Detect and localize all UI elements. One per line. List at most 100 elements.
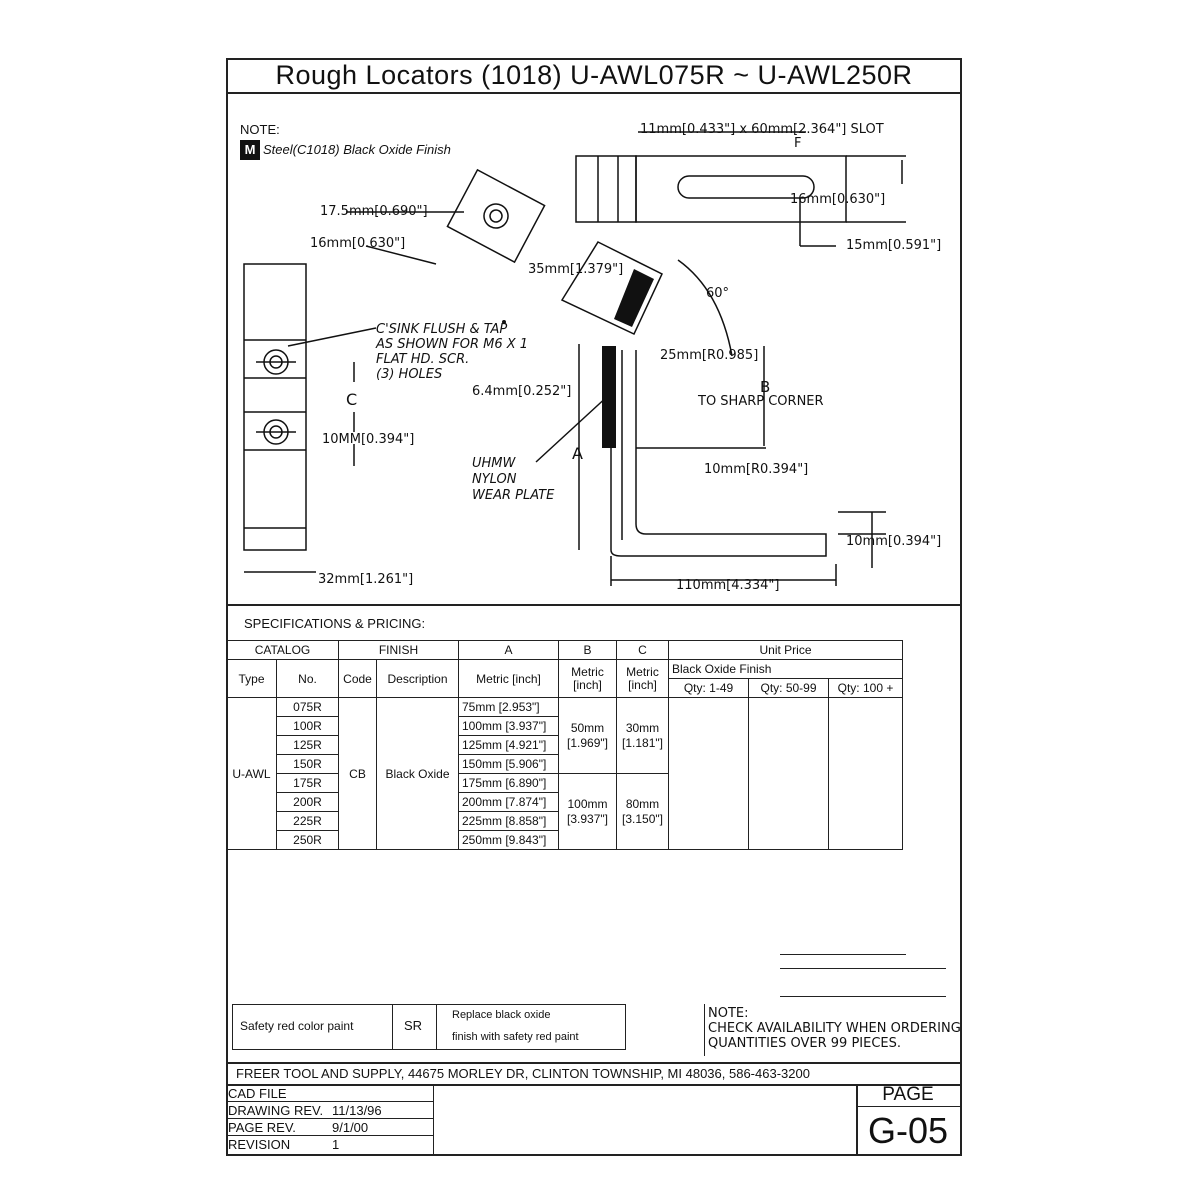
h-qty-1: Qty: 1-49 [668, 678, 749, 698]
base-thickness-dimension: 10mm[0.394"] [846, 534, 942, 549]
company-info: FREER TOOL AND SUPPLY, 44675 MORLEY DR, … [236, 1066, 810, 1081]
page-box-divider [856, 1084, 858, 1156]
a-value: 125mm [4.921"] [458, 735, 559, 755]
material-badge: M [240, 140, 260, 160]
catalog-no: 125R [276, 735, 339, 755]
option-desc-1: Replace black oxide [452, 1009, 551, 1021]
a-value: 100mm [3.937"] [458, 716, 559, 736]
b-group-2: 100mm[3.937"] [558, 773, 617, 850]
h-b-metric: Metric [571, 664, 604, 679]
order-note-line-2: QUANTITIES OVER 99 PIECES. [708, 1036, 902, 1051]
note-divider [704, 1004, 705, 1056]
spec-divider [226, 604, 962, 606]
h-qty-2: Qty: 50-99 [748, 678, 829, 698]
signature-line [780, 954, 906, 955]
c-label: C [346, 390, 358, 409]
revision-label: REVISION [228, 1137, 291, 1152]
c2-metric: 80mm [625, 796, 660, 811]
h-b-units: Metric[inch] [558, 659, 617, 698]
h-black-oxide-finish: Black Oxide Finish [668, 659, 903, 679]
h-type: Type [226, 659, 277, 698]
offset-dimension: 15mm[0.591"] [846, 238, 942, 253]
catalog-no: 100R [276, 716, 339, 736]
page-title: Rough Locators (1018) U-AWL075R ~ U-AWL2… [275, 60, 913, 90]
inner-radius-dimension: 10mm[R0.394"] [704, 462, 809, 477]
option-box [232, 1004, 626, 1050]
f-label: F [794, 136, 802, 151]
h-code: Code [338, 659, 377, 698]
h-b: B [558, 640, 617, 660]
width-dimension: 32mm[1.261"] [318, 572, 414, 587]
price-qty-1 [668, 697, 749, 850]
option-divider [436, 1004, 437, 1050]
a-value: 175mm [6.890"] [458, 773, 559, 793]
spec-table: CATALOG FINISH A B C Unit Price Type No.… [226, 640, 903, 850]
a-value: 75mm [2.953"] [458, 697, 559, 717]
wear-plate-line-1: UHMW [472, 456, 516, 471]
order-note-line-1: CHECK AVAILABILITY WHEN ORDERING [708, 1021, 961, 1036]
hole-width-dimension: 16mm[0.630"] [310, 236, 406, 251]
price-qty-3 [828, 697, 903, 850]
option-divider [392, 1004, 393, 1050]
option-desc-2: finish with safety red paint [452, 1031, 579, 1043]
revision-value: 1 [332, 1137, 340, 1152]
title-divider [226, 92, 962, 94]
catalog-no: 075R [276, 697, 339, 717]
c1-inch: [1.181"] [622, 735, 663, 750]
slot-height-dimension: 16mm[0.630"] [790, 192, 886, 207]
countersink-note: C'SINK FLUSH & TAP AS SHOWN FOR M6 X 1 F… [376, 322, 528, 382]
c-group-1: 30mm[1.181"] [616, 697, 669, 774]
radius-dimension: 25mm[R0.985] [660, 348, 759, 363]
company-divider [226, 1062, 962, 1064]
b-group-1: 50mm[1.969"] [558, 697, 617, 774]
h-qty-3: Qty: 100 + [828, 678, 903, 698]
base-length-dimension: 110mm[4.334"] [676, 578, 780, 593]
page-rev-value: 9/1/00 [332, 1120, 369, 1135]
h-b-inch: [inch] [573, 677, 602, 692]
angle-dimension: 60° [706, 286, 730, 301]
title-block-row [226, 1101, 434, 1102]
b-note: TO SHARP CORNER [698, 394, 824, 409]
h-metric-inch: Metric [inch] [458, 659, 559, 698]
a-value: 225mm [8.858"] [458, 811, 559, 831]
b2-inch: [3.937"] [567, 811, 608, 826]
b2-metric: 100mm [567, 796, 608, 811]
catalog-no: 225R [276, 811, 339, 831]
wear-plate-note: UHMW NYLON WEAR PLATE [472, 456, 554, 504]
wear-plate-line-3: WEAR PLATE [472, 488, 555, 503]
c1-metric: 30mm [625, 720, 660, 735]
h-c-inch: [inch] [628, 677, 657, 692]
h-finish: FINISH [338, 640, 459, 660]
b1-metric: 50mm [570, 720, 605, 735]
catalog-no: 150R [276, 754, 339, 774]
h-catalog: CATALOG [226, 640, 339, 660]
spec-title: SPECIFICATIONS & PRICING: [244, 616, 426, 631]
slot-dimension: 11mm[0.433"] x 60mm[2.364"] SLOT [640, 122, 884, 137]
h-description: Description [376, 659, 459, 698]
b1-inch: [1.969"] [567, 735, 608, 750]
plate-thickness-dimension: 6.4mm[0.252"] [472, 384, 572, 399]
catalog-no: 175R [276, 773, 339, 793]
price-qty-2 [748, 697, 829, 850]
order-note: NOTE: CHECK AVAILABILITY WHEN ORDERING Q… [708, 1006, 961, 1051]
countersink-line-1: C'SINK FLUSH & TAP [376, 322, 508, 337]
page-label: PAGE [882, 1084, 934, 1105]
material-desc: Steel(C1018) Black Oxide Finish [263, 142, 451, 157]
page-box-row [856, 1106, 962, 1107]
option-name: Safety red color paint [240, 1019, 354, 1033]
part-drawing [243, 131, 906, 586]
drawing-frame [226, 58, 962, 1156]
wear-plate-line-2: NYLON [472, 472, 517, 487]
description-cell: Black Oxide [376, 697, 459, 850]
signature-line [780, 996, 946, 997]
hole-edge-dimension: 10MM[0.394"] [322, 432, 415, 447]
h-unit-price: Unit Price [668, 640, 903, 660]
code-cell: CB [338, 697, 377, 850]
h-c-units: Metric[inch] [616, 659, 669, 698]
h-c: C [616, 640, 669, 660]
catalog-no: 200R [276, 792, 339, 812]
a-label: A [572, 444, 583, 463]
note-label: NOTE: [240, 122, 280, 137]
a-value: 200mm [7.874"] [458, 792, 559, 812]
h-no: No. [276, 659, 339, 698]
